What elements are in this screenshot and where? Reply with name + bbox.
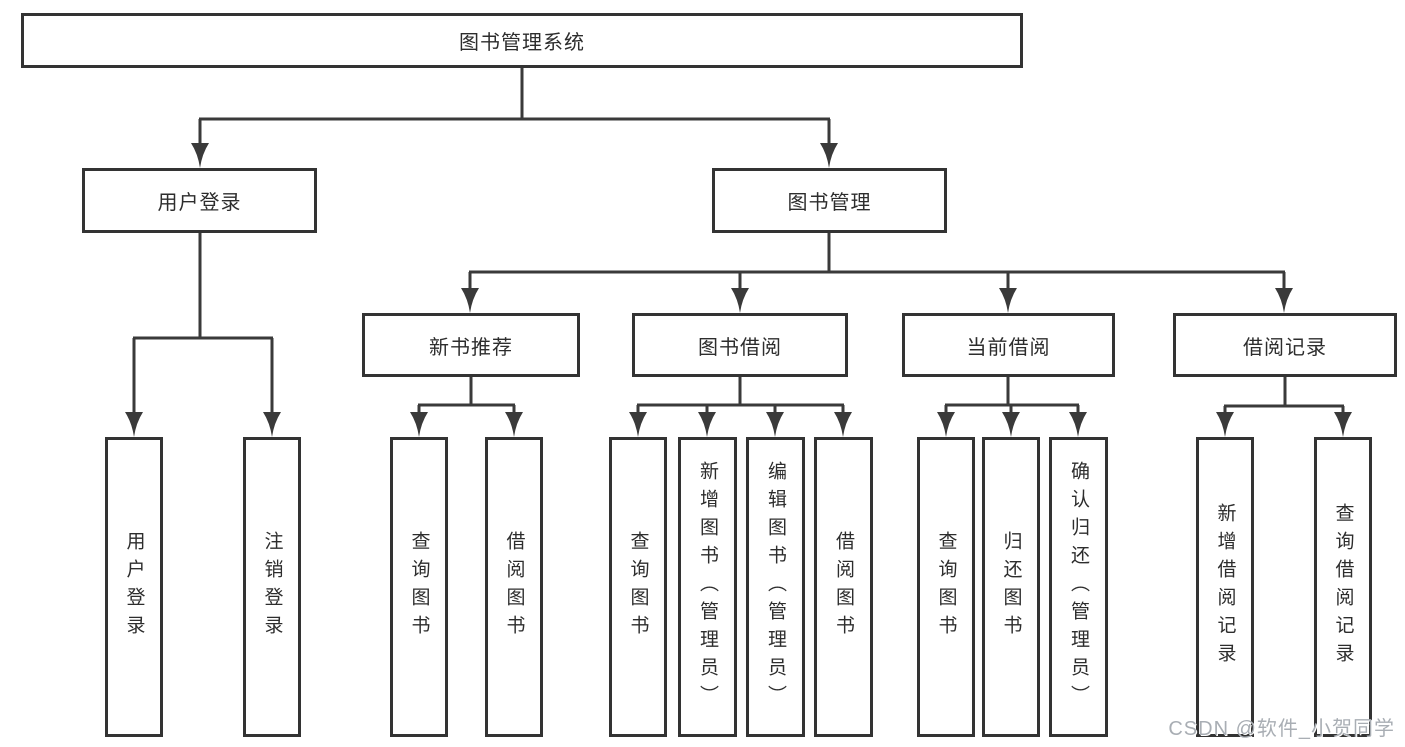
leaf-return-books: 归还图书 [982,437,1040,737]
node-label: 图书管理 [787,192,872,214]
leaf-borrow-books-recommend: 借阅图书 [485,437,543,737]
leaf-edit-books-admin: 编辑图书（管理员） [746,437,805,737]
leaf-add-books-admin: 新增图书（管理员） [678,437,737,737]
node-label: 用户登录 [157,192,242,214]
node-user-login: 用户登录 [82,168,317,233]
node-borrow-records: 借阅记录 [1173,313,1397,377]
leaf-label: 借阅图书 [833,531,854,643]
leaf-label: 查询图书 [627,531,649,643]
leaf-label: 编辑图书（管理员） [765,461,786,713]
leaf-confirm-return-admin: 确认归还（管理员） [1049,437,1108,737]
leaf-logout: 注销登录 [243,437,301,737]
leaf-query-borrow-record: 查询借阅记录 [1314,437,1372,737]
node-book-management: 图书管理 [712,168,947,233]
leaf-user-login: 用户登录 [105,437,163,737]
leaf-label: 新增借阅记录 [1214,503,1236,671]
leaf-label: 确认归还（管理员） [1068,461,1089,713]
leaf-label: 新增图书（管理员） [697,461,718,713]
leaf-label: 查询借阅记录 [1332,503,1354,671]
node-book-borrow: 图书借阅 [632,313,848,377]
leaf-label: 借阅图书 [503,531,525,643]
leaf-query-books-recommend: 查询图书 [390,437,448,737]
leaf-query-books-borrow: 查询图书 [609,437,667,737]
node-label: 图书借阅 [698,336,782,359]
node-new-book-recommend: 新书推荐 [362,313,580,377]
node-current-borrow: 当前借阅 [902,313,1115,377]
leaf-label: 归还图书 [1000,531,1022,643]
leaf-query-books-current: 查询图书 [917,437,975,737]
watermark: CSDN @软件_小贺同学 [1168,718,1395,740]
leaf-add-borrow-record: 新增借阅记录 [1196,437,1254,737]
leaf-label: 查询图书 [935,531,957,643]
leaf-borrow-books: 借阅图书 [814,437,873,737]
node-label: 新书推荐 [429,336,513,359]
leaf-label: 注销登录 [261,531,283,643]
node-label: 图书管理系统 [459,32,585,54]
node-library-management-system: 图书管理系统 [21,13,1023,68]
leaf-label: 查询图书 [408,531,430,643]
node-label: 当前借阅 [966,336,1051,359]
node-label: 借阅记录 [1243,336,1327,359]
leaf-label: 用户登录 [123,531,145,643]
